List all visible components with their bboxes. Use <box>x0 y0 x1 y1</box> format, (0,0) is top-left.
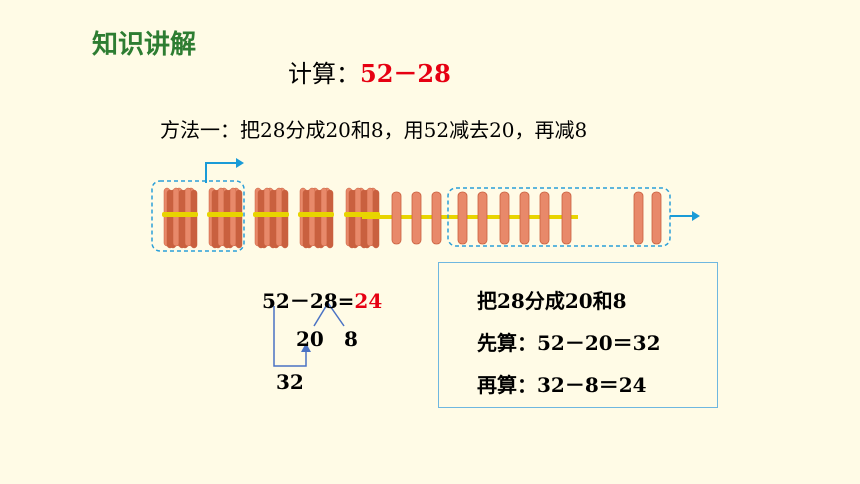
explanation-box: 把28分成20和8 先算：52－20＝32 再算：32－8＝24 <box>438 262 718 408</box>
decomposition-lines <box>273 302 345 367</box>
loose-stick <box>633 191 644 245</box>
stick-bundle <box>298 187 334 249</box>
loose-stick <box>391 191 402 245</box>
explanation-line-3: 再算：32－8＝24 <box>477 373 647 397</box>
loose-stick <box>519 191 530 245</box>
stick-bundle <box>207 187 243 249</box>
problem-statement: 计算：52－28 <box>288 54 451 89</box>
split-ones: 8 <box>344 327 358 351</box>
removed-bundles-box <box>151 180 245 252</box>
guide-line <box>362 215 578 219</box>
loose-stick <box>477 191 488 245</box>
equation: 52－28=24 <box>262 285 382 314</box>
problem-label: 计算： <box>288 60 360 88</box>
loose-stick <box>561 191 572 245</box>
explanation-line-1: 把28分成20和8 <box>477 289 627 313</box>
split-tens: 20 <box>296 327 324 351</box>
move-bundles-arrow-icon <box>205 158 244 183</box>
stick-bundle <box>253 187 289 249</box>
loose-stick <box>431 191 442 245</box>
loose-sticks <box>362 191 662 245</box>
loose-stick <box>651 191 662 245</box>
loose-stick <box>499 191 510 245</box>
method-description: 方法一：把28分成20和8，用52减去20，再减8 <box>160 118 588 142</box>
equation-answer: 24 <box>354 289 383 313</box>
stick-bundles <box>162 187 380 249</box>
loose-stick <box>539 191 550 245</box>
equation-left: 52－28= <box>262 289 355 313</box>
loose-stick <box>457 191 468 245</box>
section-title: 知识讲解 <box>92 30 197 60</box>
explanation-line-2: 先算：52－20＝32 <box>477 331 661 355</box>
problem-expression: 52－28 <box>360 59 451 88</box>
intermediate-result: 32 <box>276 370 304 394</box>
stick-bundle <box>162 187 198 249</box>
loose-stick <box>411 191 422 245</box>
move-loose-arrow-icon <box>670 211 700 221</box>
